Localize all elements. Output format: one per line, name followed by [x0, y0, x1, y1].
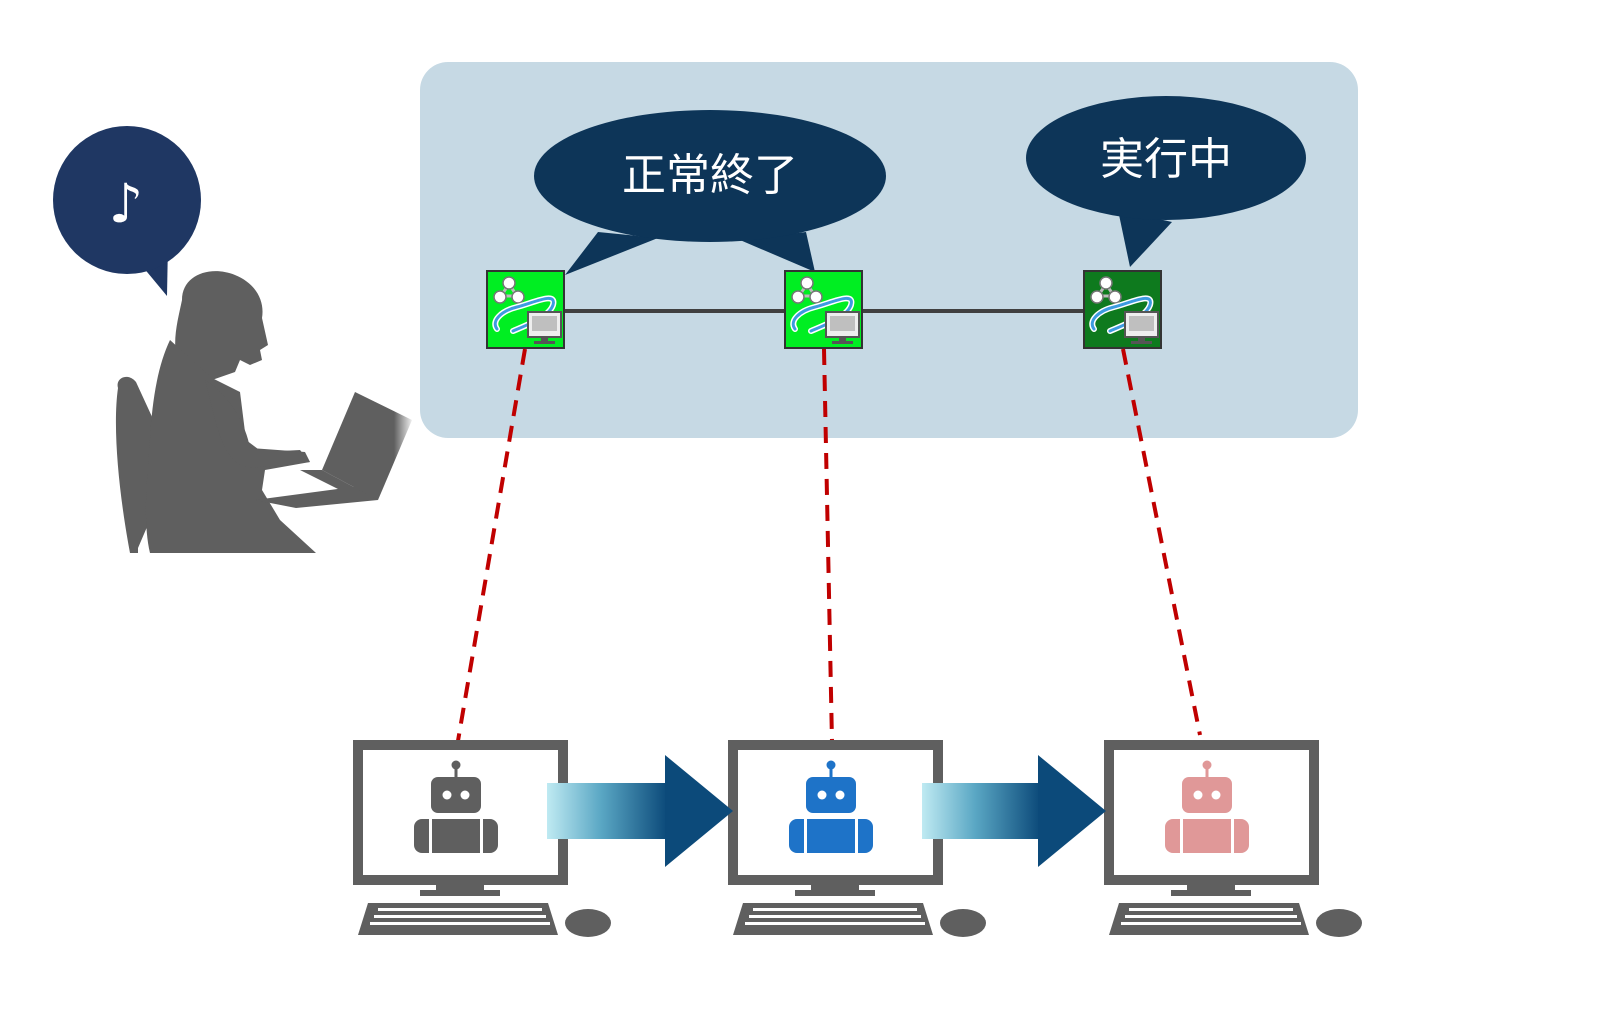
computer-2[interactable]	[733, 745, 986, 937]
flow-arrow-1	[547, 755, 733, 867]
job-node-icon[interactable]	[1083, 270, 1162, 349]
status-label-complete: 正常終了	[622, 150, 798, 201]
dashed-connector-1	[451, 348, 527, 771]
dashed-connectors	[451, 348, 1202, 771]
status-bubble-complete: 正常終了	[534, 110, 886, 275]
dashed-connector-2	[822, 348, 834, 743]
dashed-connector-3	[1121, 348, 1202, 736]
flow-arrow-2	[922, 755, 1106, 867]
computer-3[interactable]	[1109, 745, 1362, 937]
music-note-icon: ♪	[109, 172, 143, 235]
user-speech-bubble: ♪	[53, 126, 201, 296]
computer-1[interactable]	[358, 745, 611, 937]
status-label-running: 実行中	[1100, 134, 1232, 185]
job-node-icon[interactable]	[784, 270, 863, 349]
user-silhouette: ♪	[53, 126, 412, 553]
job-node-icon[interactable]	[486, 270, 565, 349]
status-bubble-running: 実行中	[1026, 96, 1306, 267]
